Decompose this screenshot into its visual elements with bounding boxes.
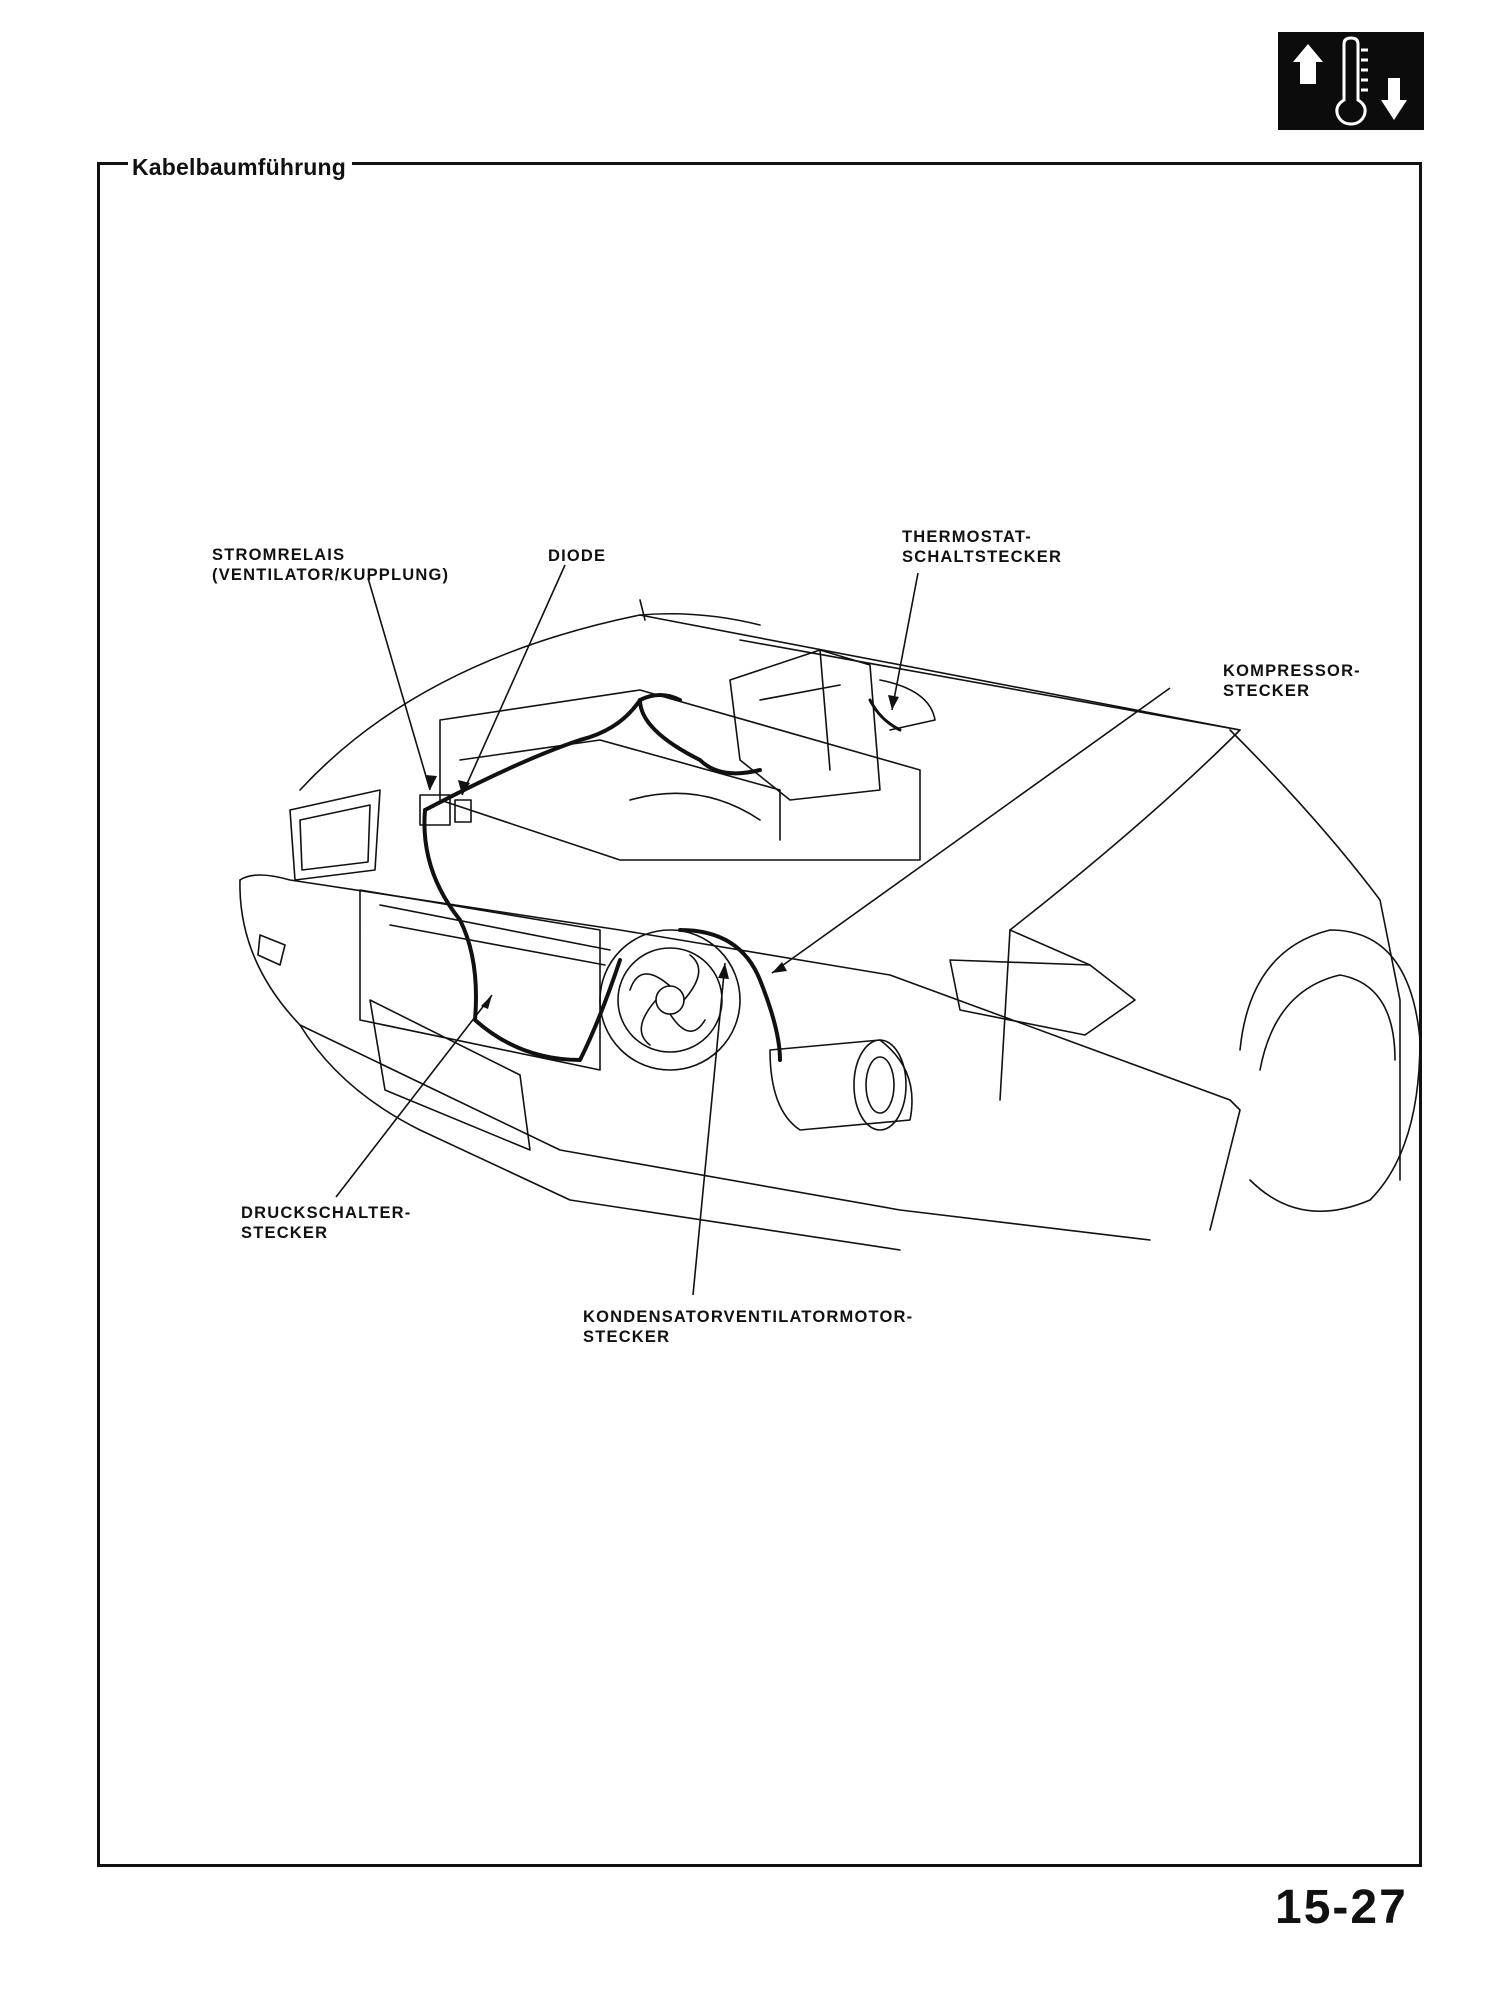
license-plate	[369, 999, 531, 1151]
evaporator-box	[729, 649, 881, 801]
thermometer-icon	[1335, 36, 1368, 126]
left-headlight	[289, 789, 381, 881]
callout-kondensator: KONDENSATORVENTILATORMOTOR- STECKER	[583, 1308, 914, 1346]
grille	[379, 904, 611, 966]
condenser-fan	[599, 929, 741, 1071]
left-headlight-inner	[299, 804, 371, 871]
callout-thermostat: THERMOSTAT- SCHALTSTECKER	[902, 528, 1063, 566]
section-frame	[97, 162, 1422, 1867]
engine-block	[439, 689, 921, 861]
wire-harness	[422, 808, 622, 1062]
windshield-edge	[639, 599, 1241, 731]
page-number: 15-27	[1275, 1881, 1408, 1934]
wheel-arch	[1239, 929, 1421, 1212]
callout-kompressor: KOMPRESSOR- STECKER	[1223, 662, 1361, 700]
temperature-badge-icon	[1278, 32, 1424, 130]
leader-lines	[335, 564, 1171, 1296]
down-arrow-icon	[1381, 78, 1407, 120]
up-arrow-icon	[1293, 44, 1323, 84]
front-bumper	[239, 874, 1241, 1231]
right-fender	[1229, 729, 1401, 1181]
hood-outline	[299, 614, 1241, 931]
callout-diode: DIODE	[548, 547, 607, 565]
callout-stromrelais: STROMRELAIS (VENTILATOR/KUPPLUNG)	[212, 546, 450, 584]
section-title: Kabelbaumführung	[128, 154, 353, 180]
right-headlight	[949, 959, 1136, 1036]
radiator	[359, 889, 601, 1071]
fog-light	[257, 934, 286, 966]
callout-druckschalter: DRUCKSCHALTER- STECKER	[241, 1204, 412, 1242]
compressor	[769, 1039, 913, 1131]
relay-box	[419, 794, 451, 826]
wheel-inner	[1259, 974, 1396, 1071]
bumper-lip	[299, 1024, 901, 1251]
hood-front-edge	[639, 612, 761, 626]
hood-fold	[999, 929, 1091, 1101]
